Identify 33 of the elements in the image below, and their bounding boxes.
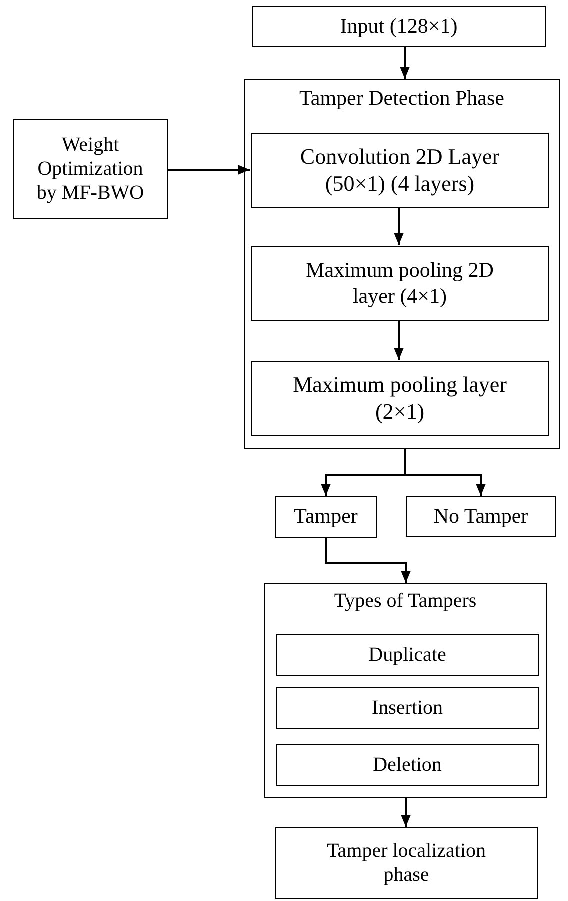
process-box [275,827,538,899]
process-box [251,246,549,321]
group-heading: Tamper Detection Phase [298,86,506,111]
arrow [400,47,410,79]
box-label: Tamper [294,504,358,530]
process-box [276,687,539,729]
group-box [244,79,560,449]
process-box [252,6,546,47]
box-label: Maximum pooling 2D layer (4×1) [305,258,495,309]
box-label: Deletion [373,753,442,777]
arrow [168,165,250,175]
process-box [275,496,377,538]
arrow [394,207,404,245]
arrow [404,449,486,496]
arrow [325,538,411,583]
arrow [394,320,404,360]
box-label: Tamper localization phase [326,839,488,887]
box-label: Duplicate [368,643,446,667]
box-label: Input (128×1) [340,14,458,40]
process-box [406,496,556,537]
group-box [264,583,547,798]
box-label: Insertion [372,696,444,720]
box-label: Convolution 2D Layer (50×1) (4 layers) [299,144,501,197]
box-label: Weight Optimization by MF-BWO [36,133,146,205]
process-box [276,634,539,676]
box-label: No Tamper [434,504,528,530]
group-heading: Types of Tampers [333,590,478,613]
process-box [251,361,549,436]
box-label: Maximum pooling layer (2×1) [292,372,508,425]
process-box [13,119,168,219]
process-box [251,133,549,208]
arrow [401,798,411,827]
process-box [276,744,539,786]
